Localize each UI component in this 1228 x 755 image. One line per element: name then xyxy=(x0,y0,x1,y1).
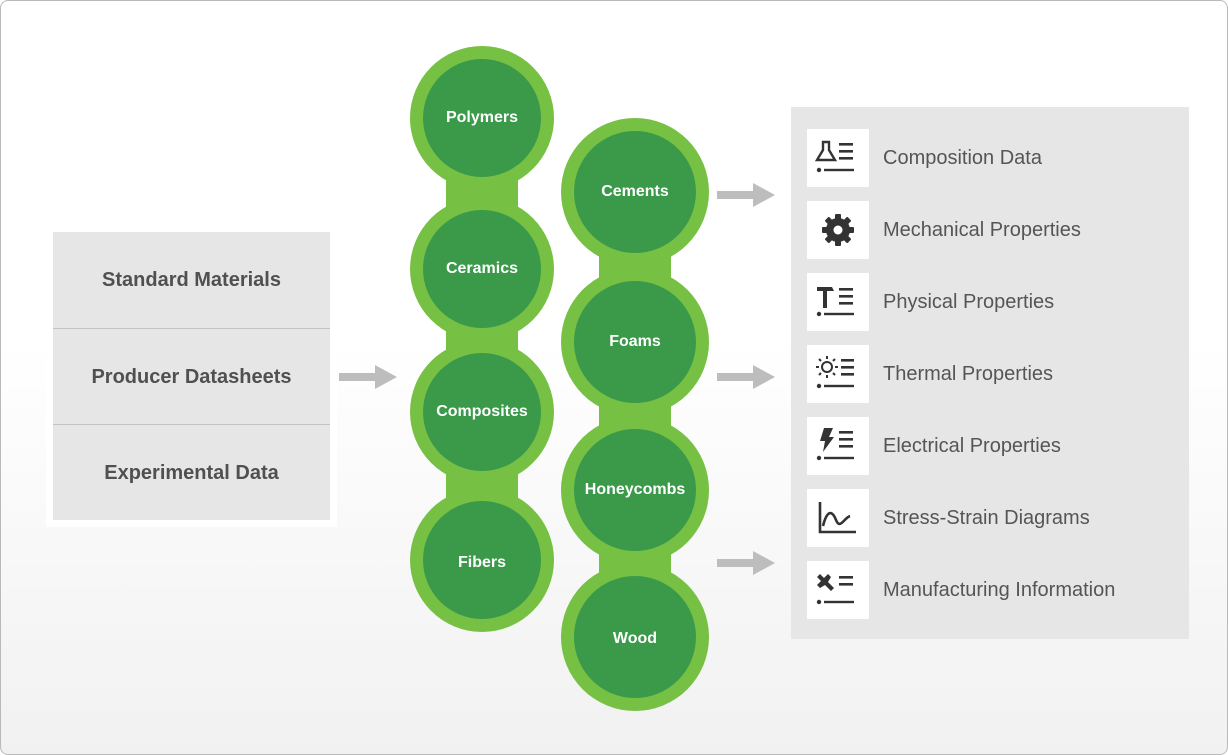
material-composites: Composites xyxy=(436,403,528,420)
property-label: Thermal Properties xyxy=(883,362,1054,385)
source-label: Producer Datasheets xyxy=(91,365,292,388)
property-composition-data: Composition Data xyxy=(807,129,1042,187)
property-label: Manufacturing Information xyxy=(883,578,1116,601)
material-cements: Cements xyxy=(601,183,669,200)
chain-column-1 xyxy=(410,46,554,632)
sun-list-icon xyxy=(807,345,869,403)
arrow-right-icon xyxy=(717,183,775,207)
source-standard-materials: Standard Materials xyxy=(53,232,330,328)
flask-list-icon xyxy=(807,129,869,187)
source-experimental-data: Experimental Data xyxy=(53,424,330,521)
lightning-list-icon xyxy=(807,417,869,475)
property-physical-properties: Physical Properties xyxy=(807,273,1054,331)
wrench-list-icon xyxy=(807,561,869,619)
chain-column-2 xyxy=(561,118,709,711)
material-fibers: Fibers xyxy=(457,554,506,571)
arrow-right-icon xyxy=(717,365,775,389)
properties-panel: Composition Data Mechanical Properties xyxy=(791,107,1189,639)
arrow-right-icon xyxy=(717,551,775,575)
arrow-right-icon xyxy=(339,365,397,389)
material-ceramics: Ceramics xyxy=(445,260,519,277)
property-mechanical-properties: Mechanical Properties xyxy=(807,201,1081,259)
source-label: Standard Materials xyxy=(102,268,281,291)
property-manufacturing-information: Manufacturing Information xyxy=(807,561,1115,619)
source-label: Experimental Data xyxy=(104,461,279,484)
sources-panel: Standard Materials Producer Datasheets E… xyxy=(46,225,337,527)
curve-chart-icon xyxy=(807,489,869,547)
property-label: Electrical Properties xyxy=(883,434,1061,457)
property-label: Stress-Strain Diagrams xyxy=(883,506,1090,529)
property-label: Physical Properties xyxy=(883,290,1055,313)
hammer-list-icon xyxy=(807,273,869,331)
property-label: Mechanical Properties xyxy=(883,218,1081,241)
sources-list: Standard Materials Producer Datasheets E… xyxy=(53,232,330,520)
source-producer-datasheets: Producer Datasheets xyxy=(53,328,330,425)
material-polymers: Polymers xyxy=(445,109,519,126)
property-thermal-properties: Thermal Properties xyxy=(807,345,1053,403)
property-label: Composition Data xyxy=(883,146,1042,169)
property-stress-strain-diagrams: Stress-Strain Diagrams xyxy=(807,489,1090,547)
property-electrical-properties: Electrical Properties xyxy=(807,417,1061,475)
material-honeycombs: Honeycombs xyxy=(584,481,686,498)
gear-icon xyxy=(807,201,869,259)
material-wood: Wood xyxy=(612,630,658,647)
material-foams: Foams xyxy=(609,333,661,350)
